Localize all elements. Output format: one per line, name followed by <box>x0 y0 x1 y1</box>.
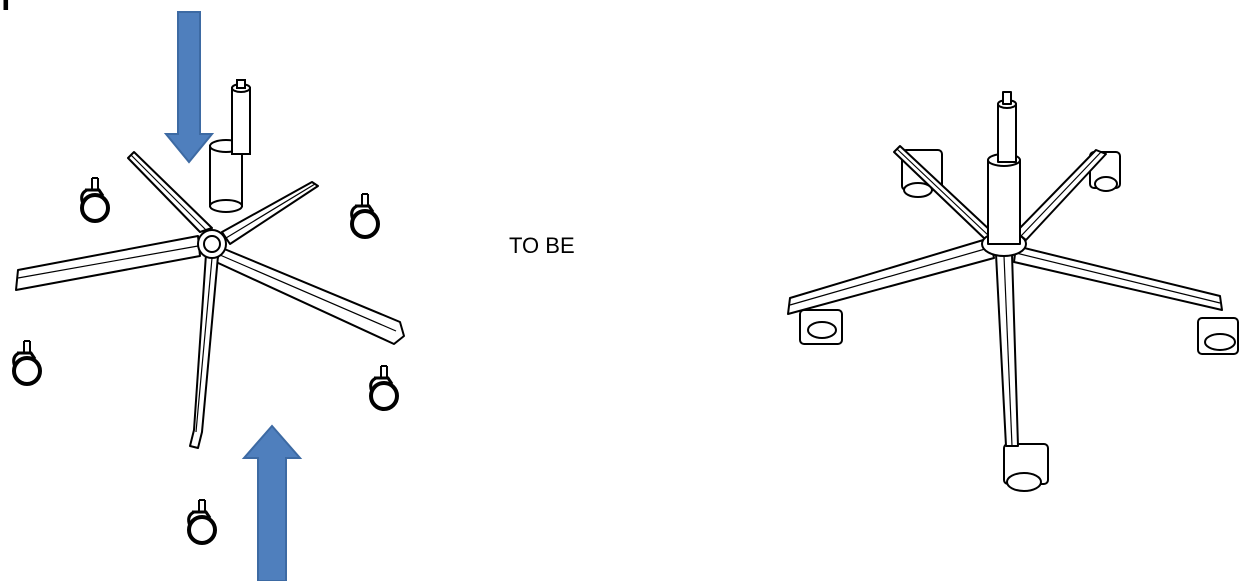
instruction-title: p <box>0 0 29 8</box>
gas-cylinder-icon <box>209 79 251 213</box>
chair-base-assembled-icon <box>787 91 1239 492</box>
to-be-label: TO BE <box>509 233 575 258</box>
unassembled-base <box>11 11 405 581</box>
chair-base-unassembled-icon <box>15 151 405 449</box>
insert-arrow-icon <box>163 11 303 581</box>
